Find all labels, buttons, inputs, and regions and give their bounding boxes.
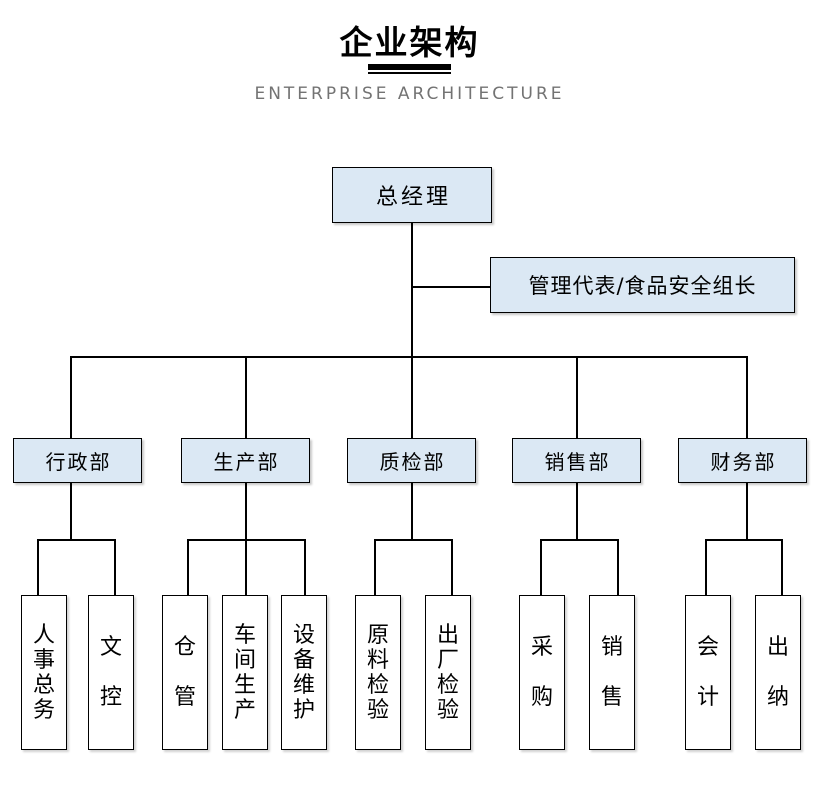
node-finance-dept: 财务部 [678, 438, 807, 483]
node-purchasing: 采 购 [519, 595, 565, 750]
node-qc-dept: 质检部 [347, 438, 476, 483]
page-title: 企业架构 [339, 23, 480, 62]
node-label: 销售部 [544, 450, 611, 474]
node-label: 会 计 [696, 634, 719, 710]
node-doc-control: 文 控 [88, 595, 134, 750]
connector-leafdrop-raw-inspection [374, 539, 376, 595]
connector-subbus-admin [37, 539, 115, 541]
node-hr-general-affairs: 人 事 总 务 [21, 595, 67, 750]
node-label: 总经理 [375, 185, 451, 210]
title-underline-bar [368, 64, 451, 70]
connector-leafdrop-outgoing-inspection [451, 539, 453, 595]
node-label: 质检部 [379, 450, 446, 474]
connector-leafdrop-sales [617, 539, 619, 595]
connector-drop-qc [411, 356, 413, 438]
node-admin-dept: 行政部 [13, 438, 142, 483]
connector-leafdrop-doc-control [114, 539, 116, 595]
node-raw-material-inspection: 原 料 检 验 [355, 595, 401, 750]
node-warehouse: 仓 管 [162, 595, 208, 750]
connector-subbus-qc [374, 539, 452, 541]
connector-trunk-production [245, 483, 247, 540]
node-label: 仓 管 [173, 634, 196, 710]
node-label: 人 事 总 务 [32, 622, 55, 723]
connector-main-bus [70, 356, 748, 358]
connector-trunk-qc [411, 483, 413, 540]
node-label: 原 料 检 验 [366, 622, 389, 723]
node-workshop-production: 车 间 生 产 [222, 595, 268, 750]
connector-drop-finance [746, 356, 748, 438]
connector-leafdrop-accounting [705, 539, 707, 595]
node-label: 出 厂 检 验 [436, 622, 459, 723]
connector-trunk-finance [746, 483, 748, 540]
connector-staff-branch [412, 286, 491, 288]
node-equipment-maintenance: 设 备 维 护 [281, 595, 327, 750]
connector-leafdrop-cashier [781, 539, 783, 595]
node-label: 销 售 [600, 634, 623, 710]
node-label: 文 控 [99, 634, 122, 710]
connector-trunk-sales [576, 483, 578, 540]
node-accounting: 会 计 [685, 595, 731, 750]
node-label: 设 备 维 护 [292, 622, 315, 723]
node-label: 管理代表/食品安全组长 [528, 274, 757, 298]
connector-subbus-finance [705, 539, 782, 541]
connector-subbus-sales [540, 539, 618, 541]
connector-leafdrop-maintenance [304, 539, 306, 595]
connector-leafdrop-workshop [245, 539, 247, 595]
connector-subbus-production [187, 539, 306, 541]
node-label: 出 纳 [766, 634, 789, 710]
connector-root-trunk [411, 223, 413, 356]
node-label: 采 购 [530, 634, 553, 710]
connector-leafdrop-warehouse [187, 539, 189, 595]
page-subtitle: ENTERPRISE ARCHITECTURE [254, 84, 565, 104]
node-sales: 销 售 [589, 595, 635, 750]
node-label: 生产部 [213, 450, 280, 474]
node-label: 车 间 生 产 [233, 622, 256, 723]
node-label: 行政部 [45, 450, 112, 474]
title-underline [0, 64, 819, 74]
connector-drop-sales [576, 356, 578, 438]
title-underline-thin [368, 72, 451, 74]
connector-drop-production [245, 356, 247, 438]
node-cashier: 出 纳 [755, 595, 801, 750]
node-management-rep: 管理代表/食品安全组长 [490, 257, 795, 313]
connector-trunk-admin [70, 483, 72, 540]
connector-leafdrop-purchasing [540, 539, 542, 595]
node-production-dept: 生产部 [181, 438, 310, 483]
connector-drop-admin [70, 356, 72, 438]
node-label: 财务部 [710, 450, 777, 474]
node-outgoing-inspection: 出 厂 检 验 [425, 595, 471, 750]
node-general-manager: 总经理 [332, 167, 492, 223]
connector-leafdrop-hr [37, 539, 39, 595]
node-sales-dept: 销售部 [512, 438, 641, 483]
